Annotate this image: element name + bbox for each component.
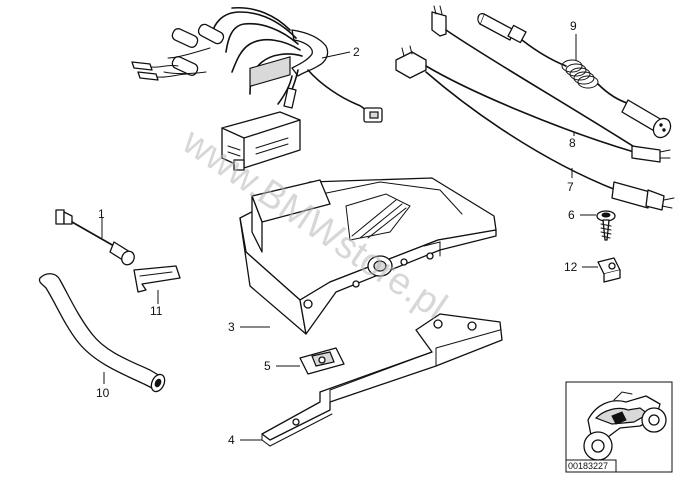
callout-7: 7 [567,180,574,194]
wire-clip-icon[interactable] [133,265,181,293]
cable-7-icon[interactable] [425,71,675,211]
screw-icon[interactable] [596,210,616,241]
wiring-harness-icon[interactable] [131,6,383,171]
callout-4: 4 [228,433,235,447]
callout-3: 3 [228,320,235,334]
motorcycle-icon [565,381,673,473]
callout-6: 6 [568,208,575,222]
callout-10: 10 [96,386,110,400]
coiled-cable-icon[interactable] [431,5,674,149]
callout-9: 9 [570,19,577,33]
callout-1: 1 [98,207,105,221]
image-number: 00183227 [568,461,608,471]
callout-2: 2 [353,45,360,59]
clip-icon[interactable] [299,347,345,375]
sensor-cable-icon[interactable] [55,209,137,267]
hose-icon[interactable] [38,273,167,394]
bracket-icon[interactable] [261,313,503,447]
holder-icon[interactable] [239,177,497,335]
clip-nut-icon[interactable] [597,257,621,283]
callout-5: 5 [264,359,271,373]
callout-8: 8 [569,136,576,150]
callout-11: 11 [150,304,163,318]
callout-12: 12 [564,260,578,274]
cable-8-icon[interactable] [395,45,671,163]
